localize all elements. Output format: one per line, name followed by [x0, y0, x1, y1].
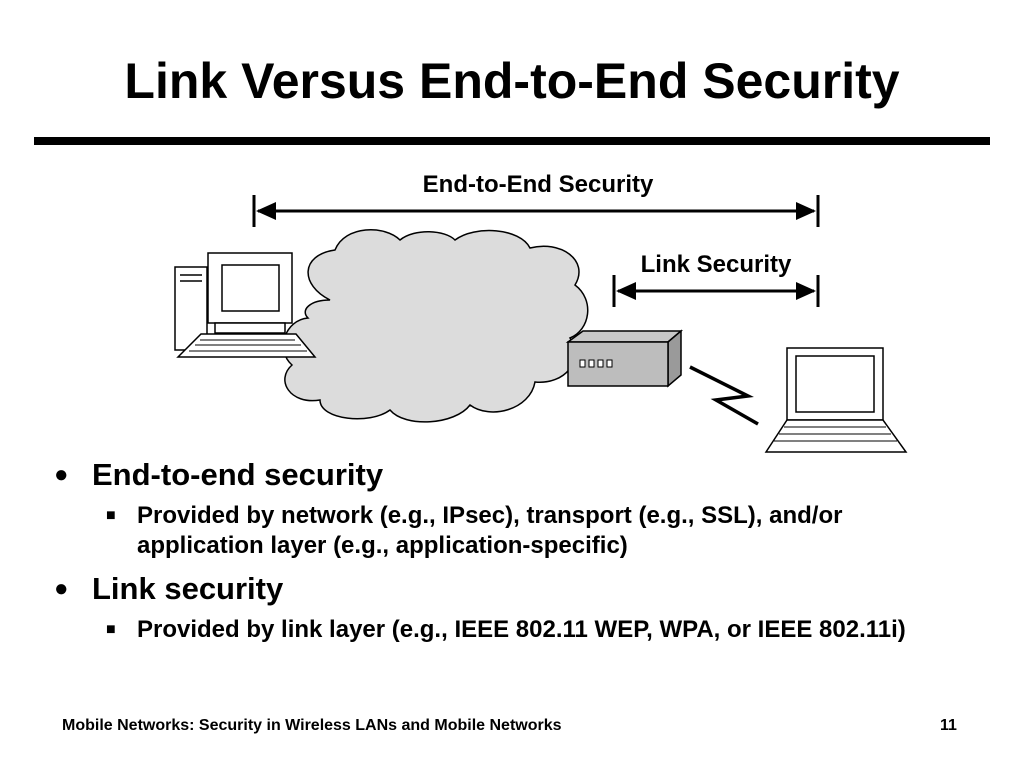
sub-bullet-item: ■ Provided by network (e.g., IPsec), tra… — [50, 501, 970, 561]
footer-text: Mobile Networks: Security in Wireless LA… — [62, 717, 562, 734]
link-span — [612, 275, 820, 307]
bullet-text: End-to-end security — [92, 457, 384, 492]
end-to-end-span — [252, 195, 820, 227]
end-to-end-label: End-to-End Security — [423, 171, 654, 198]
bullet-dot-icon: ● — [54, 575, 69, 602]
bullet-text: Link security — [92, 571, 284, 606]
bullet-dot-icon: ● — [54, 461, 69, 488]
bullet-item: ● Link security — [50, 569, 970, 609]
slide-title: Link Versus End-to-End Security — [124, 53, 900, 109]
sub-bullet-item: ■ Provided by link layer (e.g., IEEE 802… — [50, 615, 970, 645]
sub-bullet-text: Provided by network (e.g., IPsec), trans… — [137, 502, 843, 559]
wireless-link-icon — [689, 365, 759, 426]
laptop-icon — [764, 347, 908, 453]
page-number: 11 — [940, 717, 957, 734]
network-cloud-icon — [282, 229, 589, 423]
bullet-list: ● End-to-end security ■ Provided by netw… — [50, 455, 970, 653]
sub-bullet-text: Provided by link layer (e.g., IEEE 802.1… — [137, 616, 906, 643]
title-divider — [34, 137, 990, 145]
security-diagram: End-to-End Security Link Security — [174, 171, 908, 453]
desktop-computer-icon — [174, 252, 317, 358]
access-point-icon — [565, 329, 684, 388]
link-security-label: Link Security — [641, 251, 792, 278]
bullet-item: ● End-to-end security — [50, 455, 970, 495]
square-bullet-icon: ■ — [106, 621, 116, 638]
square-bullet-icon: ■ — [106, 507, 116, 524]
